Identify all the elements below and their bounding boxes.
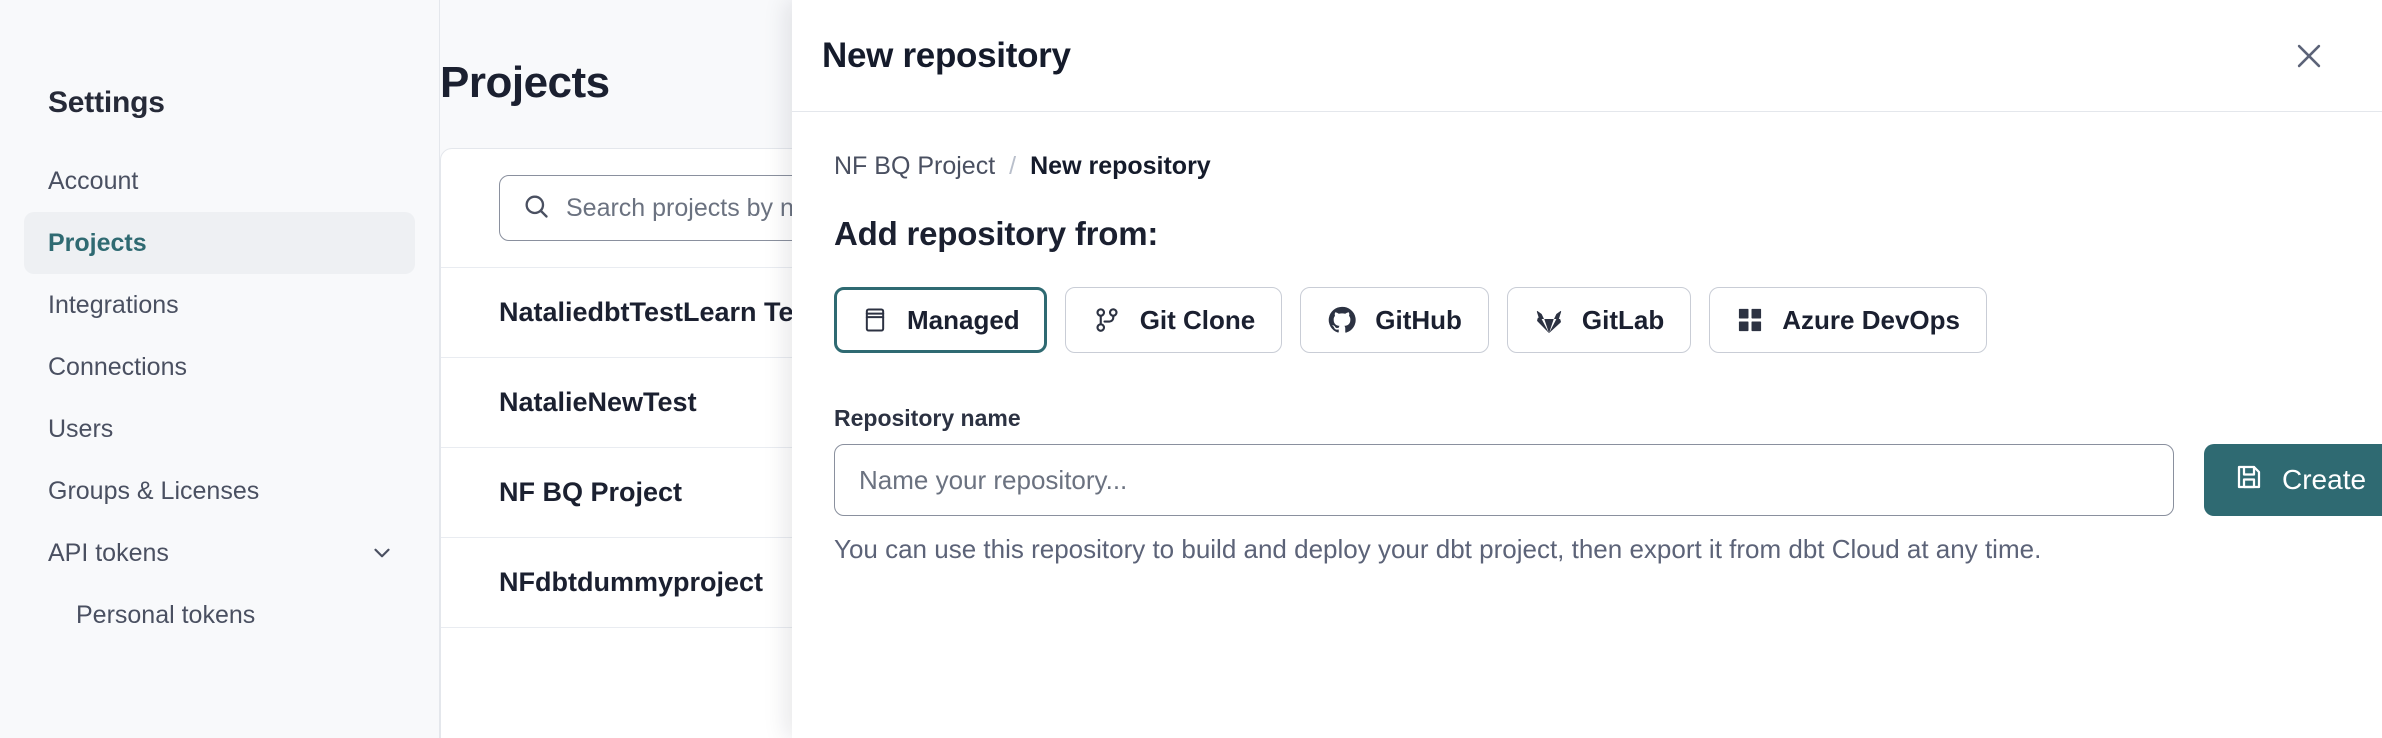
create-button-label: Create bbox=[2282, 464, 2367, 495]
repository-provider-options: Managed Git Clone GitHub GitLab Azure DevOps bbox=[834, 287, 2332, 353]
managed-repo-icon bbox=[861, 306, 889, 334]
git-clone-icon bbox=[1092, 305, 1122, 335]
sidebar-item-label: Users bbox=[48, 414, 114, 443]
close-icon[interactable] bbox=[2286, 33, 2332, 79]
chevron-down-icon[interactable] bbox=[369, 540, 395, 566]
github-icon bbox=[1327, 305, 1357, 335]
page-title: Projects bbox=[440, 58, 610, 107]
breadcrumb-separator: / bbox=[1009, 152, 1017, 180]
sidebar-item-api-tokens[interactable]: API tokens bbox=[24, 522, 415, 584]
project-name: NataliedbtTestLearn Test bbox=[499, 297, 818, 327]
sidebar-item-personal-tokens[interactable]: Personal tokens bbox=[24, 584, 415, 646]
provider-label: Azure DevOps bbox=[1782, 304, 1960, 335]
sidebar-item-groups-licenses[interactable]: Groups & Licenses bbox=[24, 460, 415, 522]
provider-label: Managed bbox=[907, 304, 1020, 335]
breadcrumb: NF BQ Project / New repository bbox=[834, 152, 2332, 181]
sidebar-title: Settings bbox=[48, 86, 165, 119]
provider-managed[interactable]: Managed bbox=[834, 287, 1047, 353]
sidebar-item-label: Groups & Licenses bbox=[48, 476, 260, 505]
search-icon bbox=[522, 192, 550, 225]
azure-devops-icon bbox=[1736, 306, 1764, 334]
sidebar-item-label: Integrations bbox=[48, 290, 179, 319]
gitlab-icon bbox=[1534, 305, 1564, 335]
add-repository-from-heading: Add repository from: bbox=[834, 215, 1159, 252]
repository-name-row: You can use this repository to build and… bbox=[834, 444, 2382, 565]
sidebar-item-connections[interactable]: Connections bbox=[24, 336, 415, 398]
provider-github[interactable]: GitHub bbox=[1300, 287, 1489, 353]
sidebar-item-label: Connections bbox=[48, 352, 187, 381]
breadcrumb-current: New repository bbox=[1030, 152, 1211, 180]
sidebar-item-label: Account bbox=[48, 166, 139, 195]
provider-gitlab[interactable]: GitLab bbox=[1506, 287, 1692, 353]
create-button[interactable]: Create bbox=[2204, 444, 2382, 516]
project-name: NFdbtdummyproject bbox=[499, 567, 764, 597]
repository-name-input[interactable] bbox=[834, 444, 2174, 516]
modal-title: New repository bbox=[822, 35, 1071, 75]
provider-label: GitLab bbox=[1581, 304, 1665, 335]
modal-header: New repository bbox=[792, 0, 2382, 112]
breadcrumb-parent-link[interactable]: NF BQ Project bbox=[834, 152, 996, 180]
project-name: NatalieNewTest bbox=[499, 387, 697, 417]
sidebar-item-label: Personal tokens bbox=[76, 600, 256, 629]
sidebar-item-label: Projects bbox=[48, 228, 147, 257]
new-repository-modal: New repository NF BQ Project / New repos… bbox=[792, 0, 2382, 738]
sidebar-item-integrations[interactable]: Integrations bbox=[24, 274, 415, 336]
repository-helper-text: You can use this repository to build and… bbox=[834, 534, 2042, 564]
sidebar-item-users[interactable]: Users bbox=[24, 398, 415, 460]
repository-name-label: Repository name bbox=[834, 405, 1021, 431]
sidebar-item-label: API tokens bbox=[48, 538, 169, 567]
provider-azure-devops[interactable]: Azure DevOps bbox=[1709, 287, 1987, 353]
sidebar-item-projects[interactable]: Projects bbox=[24, 212, 415, 274]
provider-label: Git Clone bbox=[1139, 304, 1256, 335]
save-icon bbox=[2234, 462, 2264, 499]
project-name: NF BQ Project bbox=[499, 477, 683, 507]
modal-body: NF BQ Project / New repository Add repos… bbox=[792, 112, 2382, 738]
provider-label: GitHub bbox=[1375, 304, 1462, 335]
sidebar-item-account[interactable]: Account bbox=[24, 150, 415, 212]
provider-git-clone[interactable]: Git Clone bbox=[1064, 287, 1283, 353]
